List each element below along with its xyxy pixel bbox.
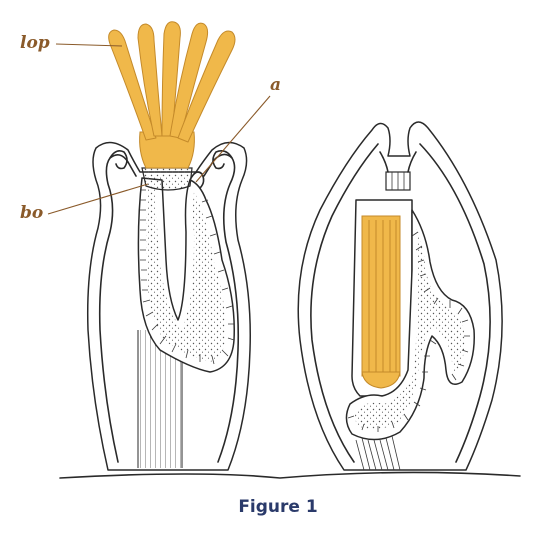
tentacle-5 <box>177 30 236 143</box>
tentacle-4 <box>169 22 209 139</box>
left-zooid: lop a bo <box>20 21 281 471</box>
right-gut <box>345 209 475 441</box>
left-buccal-region <box>141 167 193 191</box>
right-zooid <box>297 121 503 471</box>
retracted-tentacle-lines <box>368 220 397 372</box>
right-lophophore-retracted[interactable] <box>361 215 401 389</box>
tentacle-3 <box>161 21 181 137</box>
left-collar-right <box>212 150 233 170</box>
retracted-lophophore-base <box>361 371 401 389</box>
leader-bo <box>47 183 149 215</box>
right-inner-wall <box>310 143 491 463</box>
leader-lop <box>55 43 123 47</box>
left-lophophore[interactable] <box>108 21 236 169</box>
lophophore-tentacles <box>108 21 236 143</box>
figure-caption: Figure 1 <box>238 497 317 517</box>
right-retractor-muscle <box>355 435 401 471</box>
tentacle-1 <box>108 29 157 141</box>
substrate-line <box>59 471 521 479</box>
retracted-tentacles <box>361 215 401 377</box>
left-gut <box>137 171 235 373</box>
right-collar <box>379 151 417 191</box>
leader-a <box>195 95 271 183</box>
left-collar <box>109 150 128 170</box>
label-bo: bo <box>20 203 43 223</box>
label-a: a <box>270 75 281 95</box>
lophophore-base <box>139 131 195 169</box>
tentacle-2 <box>137 23 163 137</box>
label-lop: lop <box>20 33 50 53</box>
